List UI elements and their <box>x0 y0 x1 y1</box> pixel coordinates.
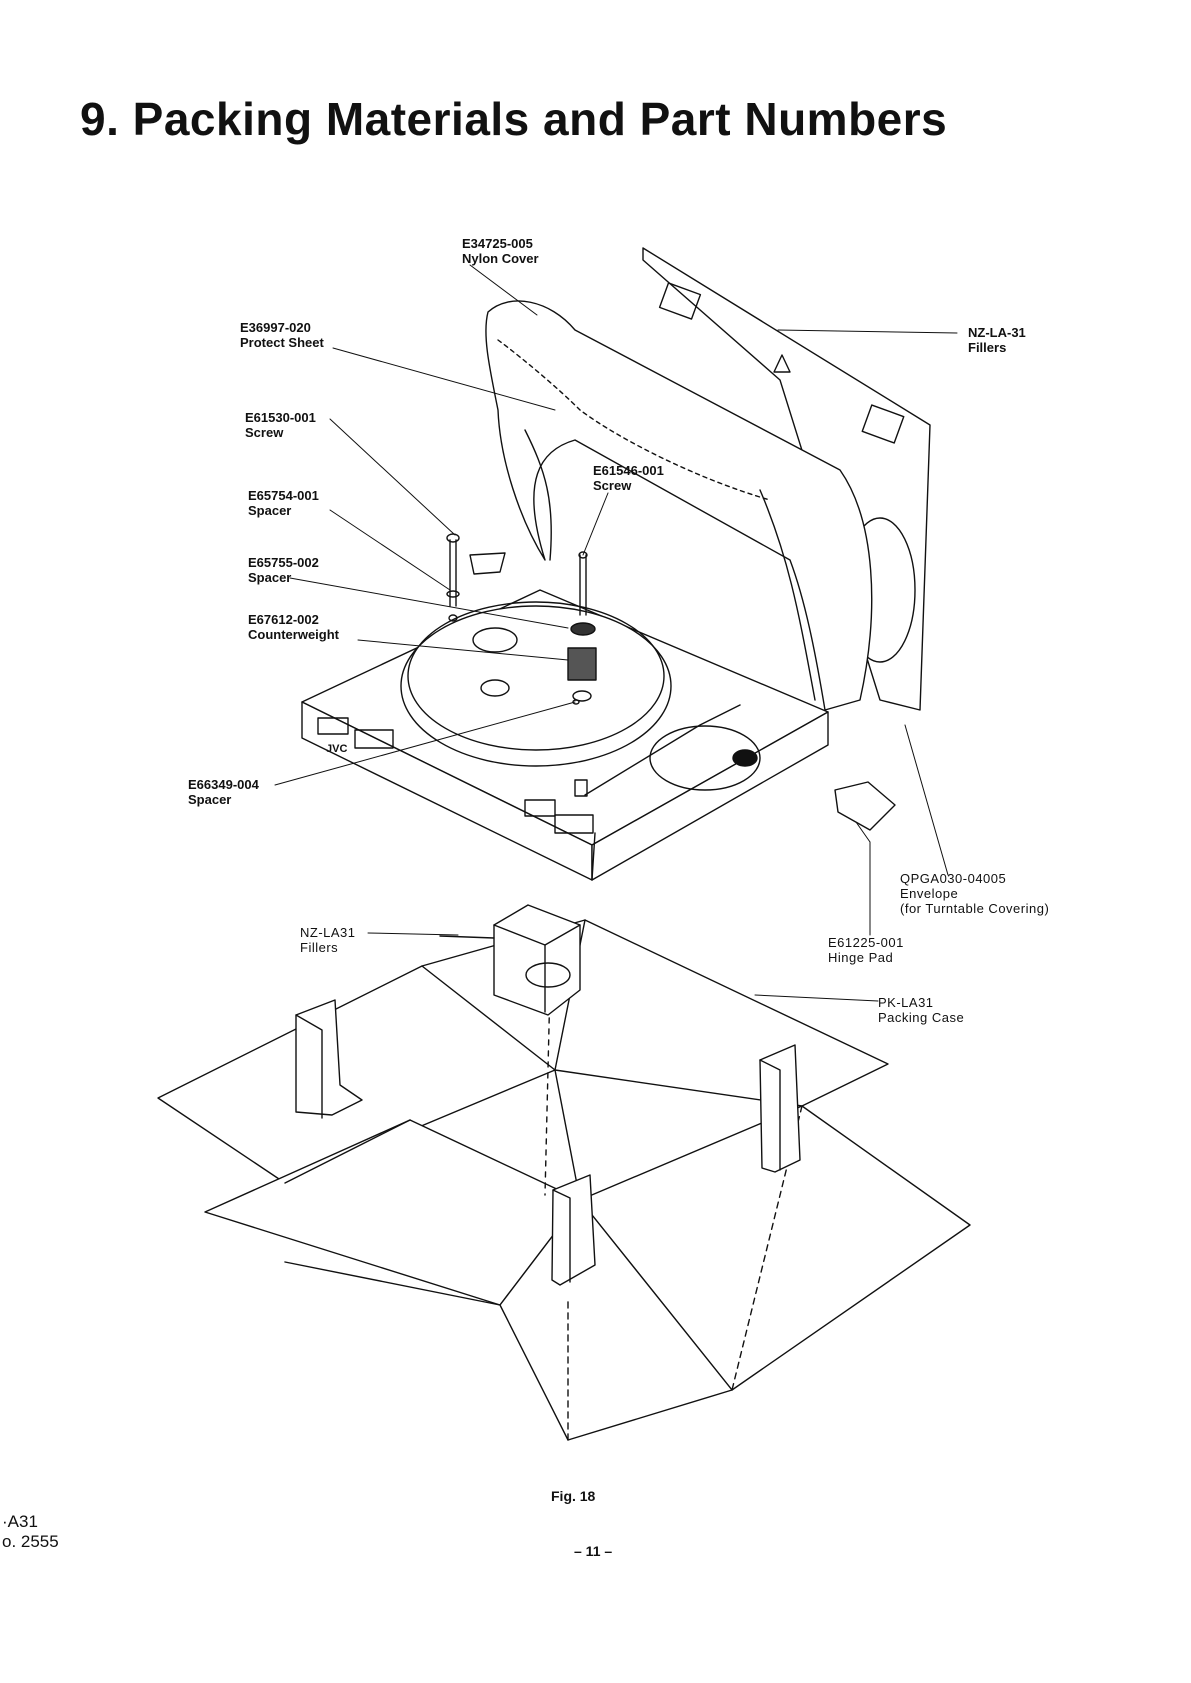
part-number: E65755-002 <box>248 555 319 570</box>
part-number: E61530-001 <box>245 410 316 425</box>
part-name: Spacer <box>248 503 292 518</box>
small-parts-drawing <box>447 534 895 830</box>
brand-logo: JVC <box>326 743 347 755</box>
callout-spacer-2: E65755-002 Spacer <box>248 555 319 585</box>
part-name: Hinge Pad <box>828 950 894 965</box>
callout-envelope: QPGA030-04005 Envelope (for Turntable Co… <box>900 871 1049 916</box>
part-name: Protect Sheet <box>240 335 324 350</box>
part-number: E34725-005 <box>462 236 533 251</box>
callout-fillers-rear: NZ-LA-31 Fillers <box>968 325 1026 355</box>
part-name: Envelope <box>900 886 959 901</box>
part-name: Spacer <box>188 792 232 807</box>
page-number: – 11 – <box>574 1543 613 1559</box>
callout-hinge-pad: E61225-001 Hinge Pad <box>828 935 904 965</box>
callout-fillers-front: NZ-LA31 Fillers <box>300 925 356 955</box>
part-name: Screw <box>245 425 284 440</box>
part-number: E36997-020 <box>240 320 311 335</box>
callout-counterweight: E67612-002 Counterweight <box>248 612 339 642</box>
part-number: E61225-001 <box>828 935 904 950</box>
callout-spacer-3: E66349-004 Spacer <box>188 777 259 807</box>
dust-cover-drawing <box>486 301 872 710</box>
callout-nylon-cover: E34725-005 Nylon Cover <box>462 236 539 266</box>
corner-model-text: ·A31 o. 2555 <box>2 1512 59 1552</box>
part-number: E66349-004 <box>188 777 259 792</box>
corner-line: ·A31 <box>2 1512 38 1531</box>
part-number: QPGA030-04005 <box>900 871 1007 886</box>
turntable-base-drawing: JVC <box>302 590 828 880</box>
packing-case-drawing <box>158 920 970 1440</box>
filler-block-drawing <box>440 905 580 1015</box>
part-number: PK-LA31 <box>878 995 934 1010</box>
callout-packing-case: PK-LA31 Packing Case <box>878 995 964 1025</box>
part-number: NZ-LA31 <box>300 925 356 940</box>
part-note: (for Turntable Covering) <box>900 901 1050 916</box>
part-number: NZ-LA-31 <box>968 325 1026 340</box>
part-number: E65754-001 <box>248 488 319 503</box>
part-name: Fillers <box>300 940 339 955</box>
part-name: Fillers <box>968 340 1007 355</box>
part-name: Screw <box>593 478 632 493</box>
part-name: Nylon Cover <box>462 251 539 266</box>
part-number: E67612-002 <box>248 612 319 627</box>
part-number: E61546-001 <box>593 463 664 478</box>
part-name: Spacer <box>248 570 292 585</box>
figure-caption: Fig. 18 <box>551 1488 596 1504</box>
page-title: 9. Packing Materials and Part Numbers <box>80 93 948 145</box>
callout-spacer-1: E65754-001 Spacer <box>248 488 319 518</box>
callout-protect-sheet: E36997-020 Protect Sheet <box>240 320 324 350</box>
callout-screw-left: E61530-001 Screw <box>245 410 316 440</box>
corner-line: o. 2555 <box>2 1532 59 1551</box>
part-name: Counterweight <box>248 627 339 642</box>
callout-screw-center: E61546-001 Screw <box>593 463 664 493</box>
part-name: Packing Case <box>878 1010 965 1025</box>
leader-lines <box>275 265 957 1001</box>
